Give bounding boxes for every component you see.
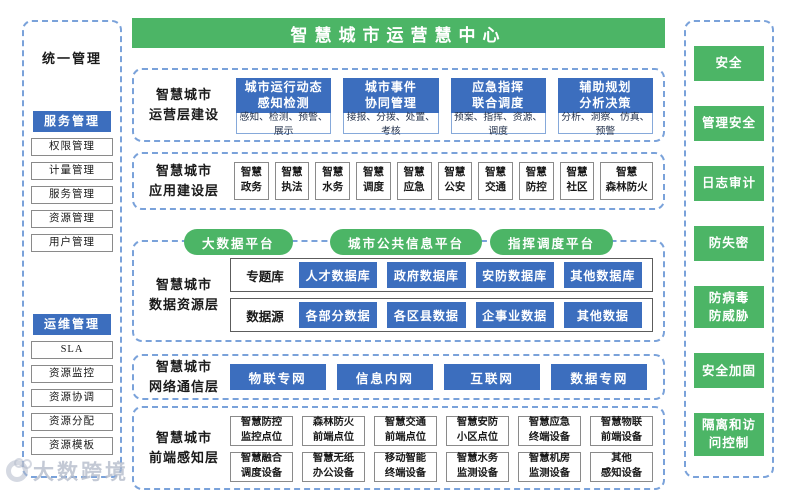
edge-boxes: 智慧防控 监控点位 森林防火 前端点位 智慧交通 前端点位 智慧安防 小区点位 … xyxy=(230,416,653,482)
operation-layer: 智慧城市 运营层建设 城市运行动态 感知检测 感知、检测、预警、展示 城市事件 … xyxy=(132,68,665,142)
card-title: 应急指挥 联合调度 xyxy=(450,78,546,114)
watermark-text: 大数跨境 xyxy=(33,460,129,484)
net-data: 数据专网 xyxy=(551,364,648,390)
security-item-hardening: 安全加固 xyxy=(694,353,764,389)
db-talent: 人才数据库 xyxy=(299,262,378,288)
ops-item-allocation: 资源分配 xyxy=(31,413,113,431)
card-emergency-dispatch: 应急指挥 联合调度 预案、指挥、资源、调度 xyxy=(450,78,546,137)
application-layer: 智慧城市 应用建设层 智慧 政务 智慧 执法 智慧 水务 智慧 调度 智慧 应急… xyxy=(132,152,665,210)
edge-other-sensing: 其他 感知设备 xyxy=(590,452,653,482)
edge-traffic-points: 智慧交通 前端点位 xyxy=(374,416,437,446)
security-item-log-audit: 日志审计 xyxy=(694,166,764,201)
db-security: 安防数据库 xyxy=(475,262,554,288)
src-other: 其他数据 xyxy=(563,302,642,328)
src-enterprises: 企事业数据 xyxy=(475,302,554,328)
card-subtitle: 感知、检测、预警、展示 xyxy=(236,112,332,137)
theme-db-label: 专题库 xyxy=(246,269,284,284)
edge-community-points: 智慧安防 小区点位 xyxy=(446,416,509,446)
app-traffic: 智慧 交通 xyxy=(478,162,513,200)
operation-layer-label: 智慧城市 运营层建设 xyxy=(148,86,219,122)
service-item-permission: 权限管理 xyxy=(31,138,113,156)
ops-item-monitor: 资源监控 xyxy=(31,365,113,383)
ops-item-coordination: 资源协调 xyxy=(31,389,113,407)
card-planning-decision: 辅助规划 分析决策 分析、洞察、仿真、预警 xyxy=(557,78,653,137)
network-layer-label: 智慧城市 网络通信层 xyxy=(148,358,219,394)
network-boxes: 物联专网 信息内网 互联网 数据专网 xyxy=(224,364,653,390)
data-layer-label: 智慧城市 数据资源层 xyxy=(148,276,219,312)
edge-server-room-monitoring: 智慧机房 监测设备 xyxy=(518,452,581,482)
edge-fusion-dispatch-devices: 智慧融合 调度设备 xyxy=(230,452,293,482)
platform-bigdata: 大数据平台 xyxy=(184,229,293,255)
watermark-logo-icon xyxy=(6,458,32,482)
app-law-enforcement: 智慧 执法 xyxy=(274,162,310,200)
card-title: 城市运行动态 感知检测 xyxy=(236,78,332,114)
app-emergency: 智慧 应急 xyxy=(396,162,432,200)
unified-management-title: 统一管理 xyxy=(41,51,102,66)
platform-public-info: 城市公共信息平台 xyxy=(330,229,483,255)
card-title: 辅助规划 分析决策 xyxy=(557,78,653,114)
security-item-antivirus: 防病毒 防威胁 xyxy=(694,286,764,329)
app-community: 智慧 社区 xyxy=(559,162,595,200)
net-internet: 互联网 xyxy=(444,364,541,390)
watermark: 大数跨境 xyxy=(6,456,129,486)
edge-emergency-devices: 智慧应急 终端设备 xyxy=(518,416,581,446)
security-item-leak-prevention: 防失密 xyxy=(694,226,764,261)
data-resource-layer: 大数据平台 城市公共信息平台 指挥调度平台 智慧城市 数据资源层 专题库 人才数… xyxy=(132,229,665,342)
card-subtitle: 接报、分拨、处置、考核 xyxy=(343,112,439,137)
diagram-title-banner: 智慧城市运营慧中心 xyxy=(132,18,665,48)
edge-prevention-points: 智慧防控 监控点位 xyxy=(230,416,293,446)
data-source-strip: 数据源 各部分数据 各区县数据 企事业数据 其他数据 xyxy=(230,298,653,332)
app-government: 智慧 政务 xyxy=(234,162,269,200)
center-column: 智慧城市运营慧中心 智慧城市 运营层建设 城市运行动态 感知检测 感知、检测、预… xyxy=(132,18,665,494)
data-strips: 专题库 人才数据库 政府数据库 安防数据库 其他数据库 数据源 各部分数据 各区… xyxy=(230,258,653,332)
security-item-isolation-access: 隔离和访 问控制 xyxy=(694,413,764,456)
src-departments: 各部分数据 xyxy=(299,302,378,328)
network-layer: 智慧城市 网络通信层 物联专网 信息内网 互联网 数据专网 xyxy=(132,354,665,400)
net-intranet: 信息内网 xyxy=(336,364,433,390)
app-dispatch: 智慧 调度 xyxy=(356,162,391,200)
app-water: 智慧 水务 xyxy=(315,162,351,200)
card-subtitle: 分析、洞察、仿真、预警 xyxy=(557,112,653,137)
security-panel: 安全 管理安全 日志审计 防失密 防病毒 防威胁 安全加固 隔离和访 问控制 xyxy=(684,20,774,478)
security-item-management: 管理安全 xyxy=(694,106,764,141)
db-government: 政府数据库 xyxy=(387,262,466,288)
edge-iot-devices: 智慧物联 前端设备 xyxy=(590,416,653,446)
card-subtitle: 预案、指挥、资源、调度 xyxy=(450,112,546,137)
edge-layer-label: 智慧城市 前端感知层 xyxy=(148,429,219,465)
service-item-user: 用户管理 xyxy=(31,234,113,252)
ops-item-template: 资源模板 xyxy=(31,437,113,455)
edge-water-monitoring: 智慧水务 监测设备 xyxy=(446,452,509,482)
theme-db-strip: 专题库 人才数据库 政府数据库 安防数据库 其他数据库 xyxy=(230,258,653,292)
app-forest-fire: 智慧 森林防火 xyxy=(600,162,654,200)
edge-paperless-devices: 智慧无纸 办公设备 xyxy=(302,452,365,482)
app-police: 智慧 公安 xyxy=(437,162,473,200)
card-city-event-management: 城市事件 协同管理 接报、分拨、处置、考核 xyxy=(343,78,439,137)
platform-command-dispatch: 指挥调度平台 xyxy=(490,229,614,255)
data-source-label: 数据源 xyxy=(246,309,284,324)
edge-mobile-terminals: 移动智能 终端设备 xyxy=(374,452,437,482)
src-districts: 各区县数据 xyxy=(387,302,466,328)
edge-forest-fire-points: 森林防火 前端点位 xyxy=(302,416,365,446)
security-item-safety: 安全 xyxy=(694,46,764,81)
net-iot: 物联专网 xyxy=(229,364,326,390)
edge-sensing-layer: 智慧城市 前端感知层 智慧防控 监控点位 森林防火 前端点位 智慧交通 前端点位… xyxy=(132,406,665,490)
service-item-metering: 计量管理 xyxy=(31,162,113,180)
db-other: 其他数据库 xyxy=(563,262,642,288)
ops-management-header: 运维管理 xyxy=(33,314,111,335)
app-prevention: 智慧 防控 xyxy=(518,162,554,200)
card-title: 城市事件 协同管理 xyxy=(343,78,439,114)
application-layer-label: 智慧城市 应用建设层 xyxy=(148,162,219,198)
ops-item-sla: SLA xyxy=(31,341,113,359)
unified-management-panel: 统一管理 服务管理 权限管理 计量管理 服务管理 资源管理 用户管理 运维管理 … xyxy=(22,20,122,478)
service-item-service: 服务管理 xyxy=(31,186,113,204)
service-item-resource: 资源管理 xyxy=(31,210,113,228)
card-city-dynamic-sensing: 城市运行动态 感知检测 感知、检测、预警、展示 xyxy=(236,78,332,137)
service-management-header: 服务管理 xyxy=(33,111,111,132)
